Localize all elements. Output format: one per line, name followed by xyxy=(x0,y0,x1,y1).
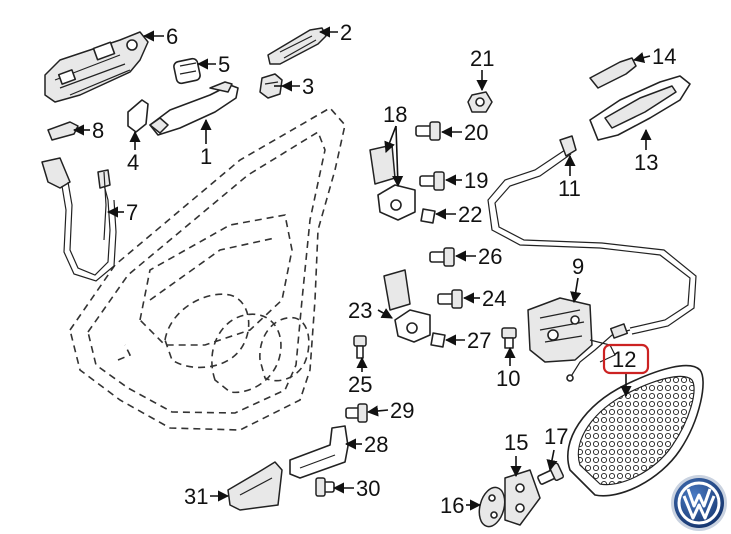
part-1-outer-handle xyxy=(149,81,239,136)
honeycomb-grille xyxy=(567,364,704,497)
callout-8: 8 xyxy=(92,118,104,143)
part-3-clip xyxy=(259,73,283,99)
callout-16: 16 xyxy=(440,493,464,518)
part-20-bolt xyxy=(415,121,441,141)
part-24-bolt xyxy=(437,289,463,309)
callout-27: 27 xyxy=(467,328,491,353)
part-23-lower-hinge xyxy=(383,269,431,343)
vw-logo-icon xyxy=(671,475,727,531)
part-31-check-cover xyxy=(227,461,283,511)
callout-25: 25 xyxy=(348,372,372,397)
callout-12-highlight xyxy=(602,343,650,375)
callout-21: 21 xyxy=(470,46,494,71)
callout-labels: 6 2 5 3 8 4 1 7 18 20 19 21 22 26 24 27 … xyxy=(92,20,676,518)
callout-23: 23 xyxy=(348,298,372,323)
callout-17: 17 xyxy=(544,424,568,449)
callout-29: 29 xyxy=(390,398,414,423)
part-5-cap xyxy=(173,57,201,85)
callout-1: 1 xyxy=(200,144,212,169)
part-8-bracket xyxy=(47,121,79,141)
part-10-bolt xyxy=(501,327,517,349)
part-15-striker xyxy=(504,469,541,526)
callout-10: 10 xyxy=(496,366,520,391)
part-2-handle-cover xyxy=(267,27,327,65)
callout-20: 20 xyxy=(464,120,488,145)
callout-11: 11 xyxy=(558,176,581,201)
callout-30: 30 xyxy=(356,476,380,501)
callout-22: 22 xyxy=(458,202,482,227)
part-6-handle-carrier xyxy=(44,31,149,103)
door-shell-outline xyxy=(69,106,346,431)
part-14-bracket xyxy=(589,57,637,89)
callout-26: 26 xyxy=(478,244,502,269)
callout-18: 18 xyxy=(383,102,407,127)
part-11-release-cable xyxy=(487,135,697,335)
part-30-bolt xyxy=(315,477,335,497)
part-22-washer xyxy=(420,208,436,224)
callout-4: 4 xyxy=(127,150,139,175)
part-27-washer xyxy=(430,332,446,348)
part-4-cover xyxy=(127,99,149,133)
part-29-bolt xyxy=(345,403,368,423)
callout-2: 2 xyxy=(340,20,352,45)
callout-12: 12 xyxy=(612,347,636,372)
leader-lines xyxy=(72,26,652,511)
callout-19: 19 xyxy=(464,168,488,193)
callout-5: 5 xyxy=(218,52,230,77)
part-19-bolt xyxy=(419,171,445,191)
callout-15: 15 xyxy=(504,430,528,455)
part-18-upper-hinge xyxy=(369,144,416,221)
part-7-rod-cable xyxy=(41,157,117,282)
part-21-nut xyxy=(467,91,493,113)
part-26-bolt xyxy=(429,247,455,267)
callout-28: 28 xyxy=(364,432,388,457)
part-9-door-lock xyxy=(527,297,616,363)
part-28-door-check xyxy=(289,425,349,479)
part-16-plate xyxy=(478,486,506,528)
part-25-bolt xyxy=(353,335,367,359)
callout-3: 3 xyxy=(302,74,314,99)
callout-13: 13 xyxy=(634,150,658,175)
callout-24: 24 xyxy=(482,286,506,311)
callout-7: 7 xyxy=(126,200,138,225)
callout-14: 14 xyxy=(652,44,676,69)
part-12-lock-cable xyxy=(566,323,631,382)
part-13-inner-handle xyxy=(589,75,691,141)
callout-6: 6 xyxy=(166,24,178,49)
callout-31: 31 xyxy=(184,484,208,509)
callout-9: 9 xyxy=(572,254,584,279)
